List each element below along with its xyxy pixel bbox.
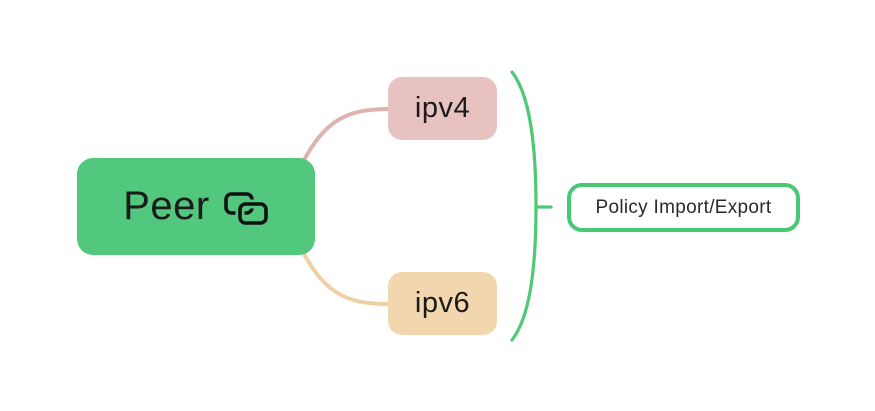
node-ipv4[interactable]: ipv4 xyxy=(388,77,497,140)
node-peer-label: Peer xyxy=(123,184,210,228)
node-peer[interactable]: Peer xyxy=(77,158,315,255)
link-peer-ipv6 xyxy=(294,236,392,306)
node-ipv6-label: ipv6 xyxy=(414,287,471,319)
link-icon xyxy=(223,191,269,226)
node-ipv4-label: ipv4 xyxy=(414,92,471,124)
node-policy-label: Policy Import/Export xyxy=(595,196,772,218)
summary-brace xyxy=(510,70,538,342)
node-ipv6[interactable]: ipv6 xyxy=(388,272,497,335)
node-policy-import-export[interactable]: Policy Import/Export xyxy=(567,183,800,232)
